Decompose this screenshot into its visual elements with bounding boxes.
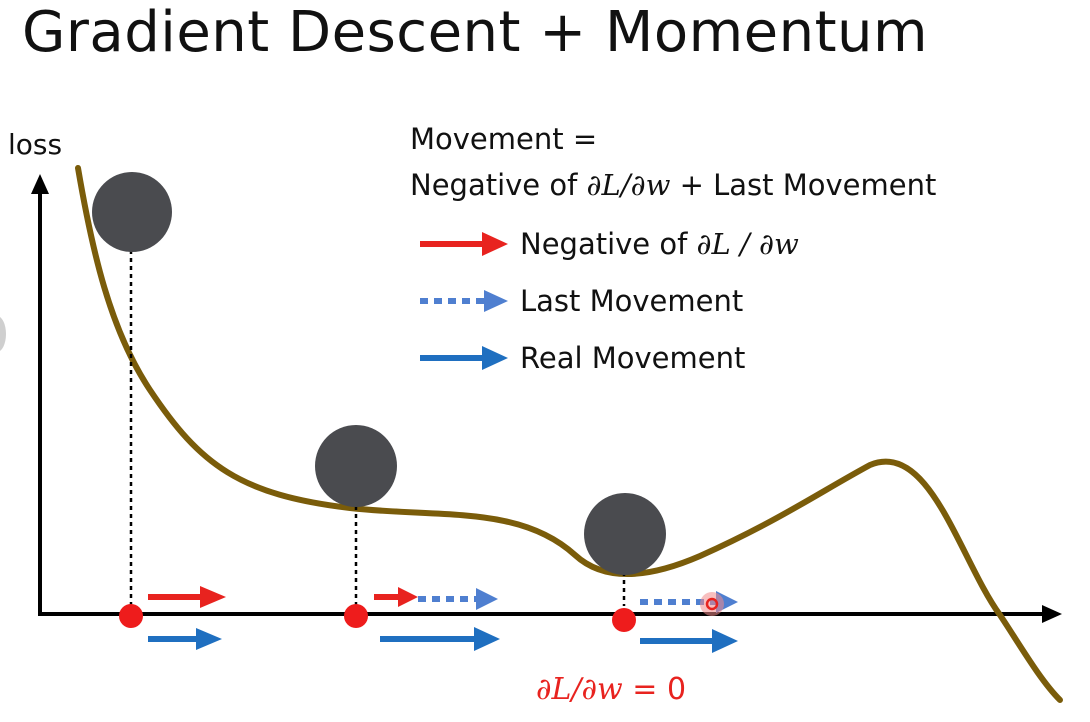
- partial-circle-edge: [0, 316, 6, 352]
- point-1: [119, 604, 143, 628]
- ball-3: [584, 493, 666, 575]
- movement-formula: Movement = Negative of ∂L/∂w + Last Move…: [410, 116, 936, 208]
- legend-red-arrow-icon: [420, 232, 508, 256]
- legend-label-real-movement: Real Movement: [520, 341, 746, 375]
- legend-gradient-math: ∂L / ∂w: [696, 227, 799, 261]
- zero-gradient-label: ∂L/∂w = 0: [536, 672, 686, 707]
- legend-label-last-movement: Last Movement: [520, 284, 744, 318]
- formula-suffix: + Last Movement: [670, 168, 937, 202]
- y-axis-label: loss: [8, 128, 63, 161]
- cursor-highlight-icon: [700, 592, 724, 616]
- point-3: [612, 608, 636, 632]
- formula-line-1: Movement =: [410, 122, 598, 156]
- legend-item-last-movement: Last Movement: [418, 281, 743, 321]
- legend-gradient-prefix: Negative of: [520, 227, 697, 261]
- x-axis-arrow-icon: [1042, 605, 1062, 623]
- point-2: [344, 604, 368, 628]
- legend-item-gradient: Negative of ∂L / ∂w: [418, 224, 799, 264]
- y-axis-arrow-icon: [31, 174, 49, 194]
- page-title: Gradient Descent + Momentum: [22, 0, 929, 65]
- formula-line-2: Negative of ∂L/∂w + Last Movement: [410, 162, 936, 208]
- real-movement-arrow-1: [148, 628, 222, 650]
- real-movement-arrow-3: [640, 629, 738, 653]
- loss-curve: [75, 165, 1063, 703]
- gradient-arrow-1: [148, 586, 226, 608]
- zero-gradient-math: ∂L/∂w: [536, 672, 623, 707]
- last-movement-arrow-2: [418, 588, 498, 610]
- gradient-arrow-2: [374, 587, 418, 607]
- legend-label-gradient: Negative of ∂L / ∂w: [520, 227, 799, 261]
- zero-gradient-suffix: = 0: [622, 672, 687, 707]
- formula-prefix: Negative of: [410, 168, 587, 202]
- real-movement-arrow-2: [380, 627, 500, 651]
- formula-derivative: ∂L/∂w: [586, 168, 671, 202]
- legend-item-real-movement: Real Movement: [418, 338, 745, 378]
- ball-2: [315, 425, 397, 507]
- legend-dotted-arrow-icon: [420, 290, 508, 312]
- legend-blue-arrow-icon: [420, 346, 508, 370]
- ball-1: [92, 172, 172, 252]
